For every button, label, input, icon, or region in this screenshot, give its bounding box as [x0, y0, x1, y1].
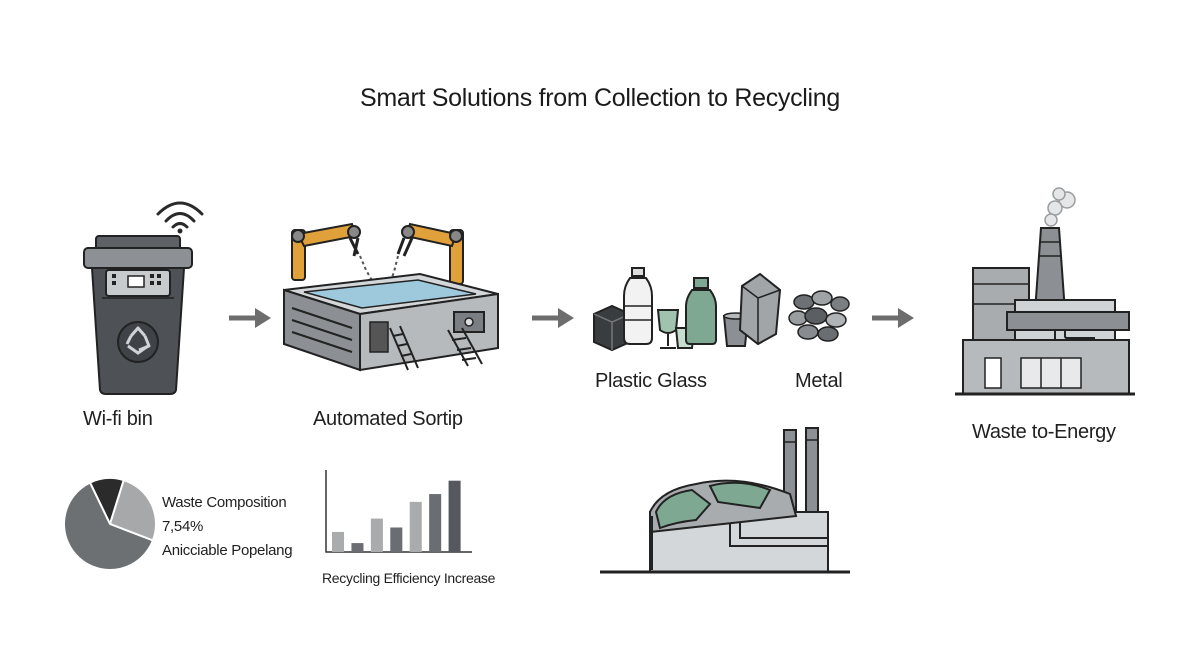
bar-3 — [370, 518, 383, 552]
arrow-right-icon — [872, 308, 914, 328]
pie-value: 7,54% — [162, 518, 204, 535]
pie-caption: Anicciable Popelang — [162, 542, 293, 559]
materials-label-left: Plastic Glass — [595, 370, 707, 392]
power-plant-icon — [955, 187, 1135, 396]
bar-5 — [409, 501, 422, 552]
bar-1 — [332, 531, 345, 552]
bar-4 — [390, 527, 403, 552]
materials-icon — [593, 267, 850, 352]
bar-chart-title: Recycling Efficiency Increase — [322, 570, 496, 586]
arrow-right-icon — [532, 308, 574, 328]
wifi-icon — [156, 201, 204, 234]
energy-label: Waste to-Energy — [972, 421, 1116, 443]
bar-2 — [351, 543, 364, 552]
pie-slice-light — [108, 478, 157, 542]
recycling-efficiency-chart — [325, 470, 472, 553]
sorting-machine-icon — [283, 222, 499, 372]
bar-chart-axis — [325, 470, 472, 553]
waste-composition-pie — [63, 477, 157, 571]
sorting-label: Automated Sortip — [313, 408, 463, 430]
landfill-plant-icon — [600, 427, 850, 574]
smart-bin-icon — [83, 235, 193, 395]
bar-6 — [429, 494, 442, 552]
bin-label: Wi-fi bin — [83, 408, 153, 430]
pie-slice-mid — [63, 481, 155, 571]
arrow-right-icon — [229, 308, 271, 328]
page-title: Smart Solutions from Collection to Recyc… — [359, 84, 841, 112]
materials-label-right: Metal — [795, 370, 843, 392]
pie-title: Waste Composition — [162, 494, 287, 511]
bar-7 — [448, 480, 461, 552]
